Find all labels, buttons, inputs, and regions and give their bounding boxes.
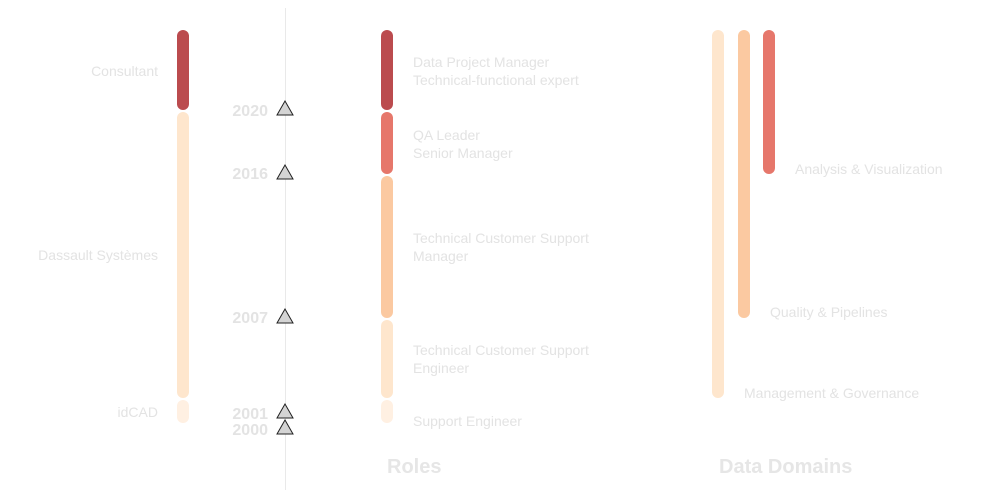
year-label-2016: 2016 xyxy=(232,166,268,183)
domain-bar-analysis-visualization xyxy=(763,30,775,174)
role-subtitle: Manager xyxy=(413,248,469,264)
role-subtitle: Technical-functional expert xyxy=(413,72,579,88)
year-label-2001: 2001 xyxy=(232,406,268,423)
role-subtitle: Senior Manager xyxy=(413,145,513,161)
company-label-consultant: Consultant xyxy=(91,63,158,79)
triangle-icon xyxy=(276,163,294,180)
role-bar-tcs-engineer xyxy=(381,320,393,398)
role-bar-support-engineer xyxy=(381,400,393,423)
domain-bar-quality-pipelines xyxy=(738,30,750,318)
company-label-idcad: idCAD xyxy=(117,404,158,420)
domain-bar-management-governance xyxy=(712,30,724,398)
triangle-icon xyxy=(276,307,294,324)
role-bar-data-project-manager xyxy=(381,30,393,110)
role-title: Technical Customer Support xyxy=(413,342,589,358)
role-title: QA Leader xyxy=(413,127,480,143)
role-title: Technical Customer Support xyxy=(413,230,589,246)
company-bar-idcad xyxy=(177,400,189,423)
triangle-icon xyxy=(276,418,294,435)
role-bar-tcs-manager xyxy=(381,176,393,318)
role-label-data-project-manager: Data Project Manager Technical-functiona… xyxy=(413,53,579,89)
role-title: Support Engineer xyxy=(413,413,522,429)
year-label-2007: 2007 xyxy=(232,310,268,327)
role-label-tcs-manager: Technical Customer Support Manager xyxy=(413,229,589,265)
role-title: Data Project Manager xyxy=(413,54,550,70)
role-subtitle: Engineer xyxy=(413,360,470,376)
timeline-axis xyxy=(285,8,286,490)
domain-label-quality-pipelines: Quality & Pipelines xyxy=(770,304,888,320)
role-bar-qa-leader xyxy=(381,112,393,174)
domain-label-management-governance: Management & Governance xyxy=(744,385,920,401)
company-bar-consultant xyxy=(177,30,189,110)
company-bar-dassault xyxy=(177,112,189,398)
triangle-icon xyxy=(276,99,294,116)
year-label-2000: 2000 xyxy=(232,422,268,439)
role-label-tcs-engineer: Technical Customer Support Engineer xyxy=(413,341,589,377)
domain-label-analysis-visualization: Analysis & Visualization xyxy=(795,161,943,177)
role-label-support-engineer: Support Engineer xyxy=(413,412,522,430)
year-label-2020: 2020 xyxy=(232,103,268,120)
section-title-data-domains: Data Domains xyxy=(719,456,853,478)
company-label-dassault: Dassault Systèmes xyxy=(38,247,158,263)
section-title-roles: Roles xyxy=(387,456,442,478)
triangle-icon xyxy=(276,402,294,419)
role-label-qa-leader: QA Leader Senior Manager xyxy=(413,126,513,162)
